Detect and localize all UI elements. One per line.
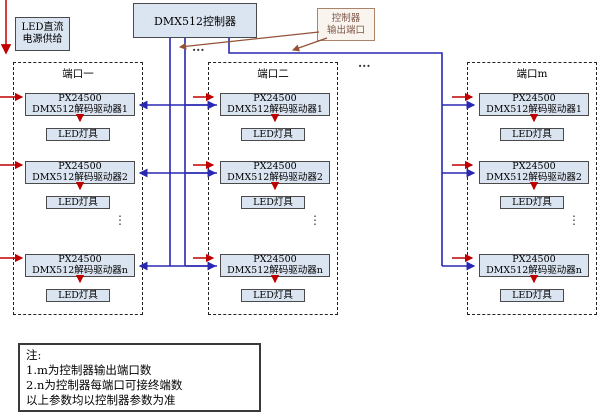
port-2-title: 端口二 <box>257 68 289 80</box>
driver-label: DMX512解码驱动器2 <box>32 171 128 183</box>
controller-output-port-callout: 控制器 输出端口 <box>317 8 375 41</box>
driver-label: DMX512解码驱动器n <box>227 264 323 276</box>
driver-label: DMX512解码驱动器n <box>32 264 128 276</box>
driver-model: PX24500 <box>253 161 297 172</box>
driver-box-p1-1: PX24500 DMX512解码驱动器1 <box>25 93 135 116</box>
power-label-line1: LED直流 <box>21 21 64 33</box>
port-box-2: 端口二 PX24500 DMX512解码驱动器1 LED灯具 PX24500 D… <box>208 62 338 315</box>
led-box-p2-1: LED灯具 <box>241 128 305 141</box>
driver-label: DMX512解码驱动器1 <box>32 103 128 115</box>
driver-model: PX24500 <box>253 93 297 104</box>
callout-line2: 输出端口 <box>326 24 365 36</box>
driver-box-p2-2: PX24500 DMX512解码驱动器2 <box>220 161 330 184</box>
driver-model: PX24500 <box>512 161 556 172</box>
ellipsis-ports: ... <box>358 56 371 70</box>
note-line-2: 2.n为控制器每端口可接终端数 <box>26 378 183 392</box>
vertical-ellipsis-pm: ⋮ <box>568 213 580 227</box>
led-box-p2-n: LED灯具 <box>241 289 305 302</box>
driver-model: PX24500 <box>58 93 102 104</box>
driver-box-p2-1: PX24500 DMX512解码驱动器1 <box>220 93 330 116</box>
led-box-pm-n: LED灯具 <box>500 289 564 302</box>
driver-label: DMX512解码驱动器1 <box>486 103 582 115</box>
led-box-pm-2: LED灯具 <box>500 196 564 209</box>
driver-box-pm-1: PX24500 DMX512解码驱动器1 <box>479 93 589 116</box>
note-line-3: 以上参数均以控制器参数为准 <box>26 393 176 407</box>
port-box-m: 端口m PX24500 DMX512解码驱动器1 LED灯具 PX24500 D… <box>467 62 597 315</box>
vertical-ellipsis-p2: ⋮ <box>309 213 321 227</box>
driver-model: PX24500 <box>512 254 556 265</box>
vertical-ellipsis-p1: ⋮ <box>114 213 126 227</box>
driver-label: DMX512解码驱动器1 <box>227 103 323 115</box>
note-title: 注: <box>26 348 42 362</box>
driver-model: PX24500 <box>253 254 297 265</box>
driver-box-p2-n: PX24500 DMX512解码驱动器n <box>220 254 330 277</box>
ellipsis-outputs: ... <box>192 40 205 54</box>
led-dc-power-label: LED直流 电源供给 <box>15 17 70 51</box>
note-box: 注: 1.m为控制器输出端口数 2.n为控制器每端口可接终端数 以上参数均以控制… <box>18 343 261 412</box>
dmx512-controller-box: DMX512控制器 <box>133 3 257 38</box>
driver-model: PX24500 <box>512 93 556 104</box>
controller-label: DMX512控制器 <box>154 14 236 28</box>
port-1-title: 端口一 <box>62 68 94 80</box>
driver-box-p1-2: PX24500 DMX512解码驱动器2 <box>25 161 135 184</box>
driver-box-pm-2: PX24500 DMX512解码驱动器2 <box>479 161 589 184</box>
led-box-p1-n: LED灯具 <box>46 289 110 302</box>
driver-model: PX24500 <box>58 254 102 265</box>
driver-box-p1-n: PX24500 DMX512解码驱动器n <box>25 254 135 277</box>
led-box-pm-1: LED灯具 <box>500 128 564 141</box>
note-line-1: 1.m为控制器输出端口数 <box>26 363 152 377</box>
led-box-p1-1: LED灯具 <box>46 128 110 141</box>
port-box-1: 端口一 PX24500 DMX512解码驱动器1 LED灯具 PX24500 D… <box>13 62 143 315</box>
driver-model: PX24500 <box>58 161 102 172</box>
led-box-p2-2: LED灯具 <box>241 196 305 209</box>
driver-label: DMX512解码驱动器2 <box>486 171 582 183</box>
driver-box-pm-n: PX24500 DMX512解码驱动器n <box>479 254 589 277</box>
led-box-p1-2: LED灯具 <box>46 196 110 209</box>
callout-line1: 控制器 <box>331 13 361 24</box>
power-label-line2: 电源供给 <box>22 34 63 45</box>
port-m-title: 端口m <box>516 68 548 80</box>
driver-label: DMX512解码驱动器2 <box>227 171 323 183</box>
driver-label: DMX512解码驱动器n <box>486 264 582 276</box>
